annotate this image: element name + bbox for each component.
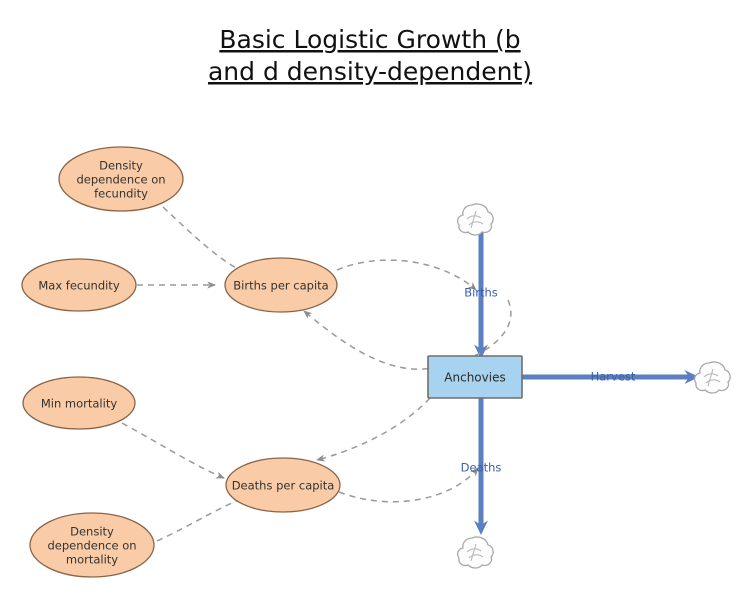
title-line-2: and d density-dependent)	[208, 57, 532, 86]
aux-density-dependence-fecundity-label-3: fecundity	[94, 187, 148, 201]
link-density-fecundity-to-births-per-capita	[162, 206, 249, 275]
aux-births-per-capita-shape[interactable]	[224, 257, 338, 313]
aux-density-dependence-fecundity-label-2: dependence on	[76, 173, 165, 187]
link-anchovies-to-births-per-capita	[303, 299, 512, 370]
link-deaths-per-capita-to-deaths	[338, 467, 479, 503]
aux-density-dependence-mortality-shape[interactable]	[29, 512, 155, 578]
link-anchovies-to-deaths-per-capita	[316, 397, 431, 462]
flow-pipes	[474, 224, 699, 535]
flow-label-births: Births	[464, 286, 498, 300]
stock-anchovies-label: Anchovies	[444, 371, 505, 385]
stock-anchovies-box[interactable]	[427, 355, 523, 399]
aux-deaths-per-capita-shape[interactable]	[225, 457, 341, 513]
aux-max-fecundity-shape[interactable]	[21, 258, 137, 312]
title-line-1: Basic Logistic Growth (b	[219, 25, 520, 54]
aux-deaths-per-capita-label: Deaths per capita	[232, 479, 335, 493]
aux-density-dependence-fecundity-label-1: Density	[99, 159, 143, 173]
flow-label-deaths: Deaths	[461, 461, 502, 475]
link-density-mortality-to-deaths-per-capita	[156, 495, 249, 542]
cloud-source-births	[456, 203, 494, 236]
aux-max-fecundity-label: Max fecundity	[38, 279, 119, 293]
aux-density-dependence-mortality-label-1: Density	[70, 525, 114, 539]
aux-births-per-capita[interactable]: Births per capita	[224, 257, 338, 313]
aux-density-dependence-fecundity[interactable]: Density dependence on fecundity	[58, 146, 184, 212]
aux-births-per-capita-label: Births per capita	[233, 279, 328, 293]
causal-links	[121, 206, 512, 542]
link-births-per-capita-to-births	[336, 259, 477, 291]
flow-labels: Births Deaths Harvest	[461, 286, 636, 475]
page-title: Basic Logistic Growth (b and d density-d…	[208, 25, 532, 86]
link-min-mortality-to-deaths-per-capita	[121, 422, 225, 479]
aux-min-mortality-label: Min mortality	[41, 397, 117, 411]
flow-label-harvest: Harvest	[591, 370, 636, 384]
cloud-sink-deaths	[456, 536, 494, 569]
aux-density-dependence-mortality[interactable]: Density dependence on mortality	[29, 512, 155, 578]
aux-max-fecundity[interactable]: Max fecundity	[21, 258, 137, 312]
stock-anchovies[interactable]: Anchovies	[427, 355, 523, 399]
aux-deaths-per-capita[interactable]: Deaths per capita	[225, 457, 341, 513]
aux-density-dependence-mortality-label-3: mortality	[66, 553, 118, 567]
aux-min-mortality[interactable]: Min mortality	[22, 376, 136, 430]
aux-density-dependence-fecundity-shape[interactable]	[58, 146, 184, 212]
cloud-sink-harvest	[693, 361, 731, 394]
aux-density-dependence-mortality-label-2: dependence on	[47, 539, 136, 553]
aux-min-mortality-shape[interactable]	[22, 376, 136, 430]
